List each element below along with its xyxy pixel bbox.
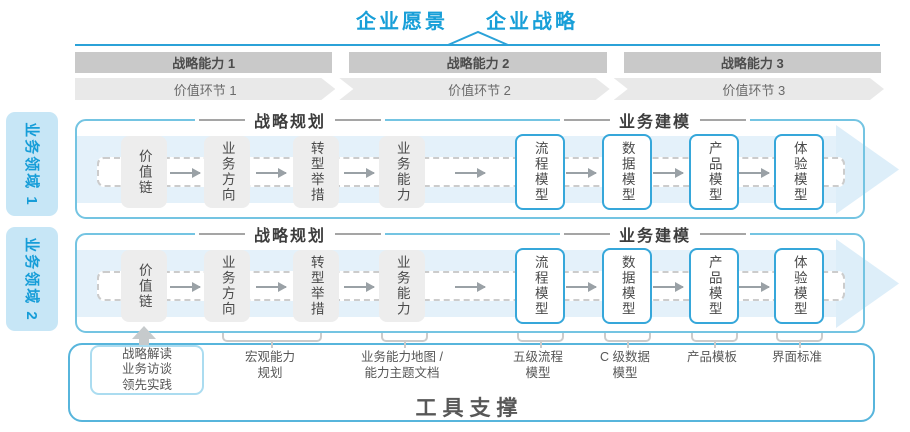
- planning-section-title: 战略规划: [194, 222, 386, 246]
- capability-bar-1: 战略能力 1: [75, 52, 333, 73]
- deliverable-capability-map: 业务能力地图 / 能力主题文档: [356, 349, 448, 382]
- header-titles: 企业愿景 企业战略: [12, 5, 910, 34]
- modeling-section-title: 业务建模: [559, 222, 751, 246]
- step-business-direction: 业务方向: [204, 250, 250, 322]
- tool-support-container: [68, 343, 875, 422]
- domain-tab-1: 业务领域 1: [6, 112, 58, 216]
- capability-bar-row: 战略能力 1 战略能力 2 战略能力 3: [75, 52, 881, 73]
- step-value-chain: 价值链: [121, 136, 167, 208]
- bracket-icon: [517, 333, 564, 342]
- title-rule-left: [563, 119, 610, 121]
- deliverable-ui-standard: 界面标准: [766, 349, 828, 366]
- flow-arrow-icon: [739, 282, 770, 292]
- bracket-icon: [776, 333, 823, 342]
- deliverable-macro-capability-planning: 宏观能力 规划: [239, 349, 301, 382]
- domain-row-2: 战略规划 业务建模 价值链 业务方向 转型举措 业务能力 流程模型 数据模型 产…: [75, 222, 899, 333]
- domain-tab-1-label: 业务领域 1: [22, 121, 40, 207]
- flow-arrow-icon: [256, 168, 287, 178]
- planning-section-title: 战略规划: [194, 108, 386, 132]
- model-product: 产品模型: [689, 134, 739, 210]
- row-panel-border: [75, 233, 865, 333]
- header-rule-with-peak: [75, 30, 880, 46]
- model-data: 数据模型: [602, 248, 652, 324]
- title-rule-right: [335, 119, 382, 121]
- model-process: 流程模型: [515, 248, 565, 324]
- up-arrow-shaft: [139, 338, 149, 346]
- model-experience: 体验模型: [774, 134, 824, 210]
- flow-arrow-icon: [455, 168, 486, 178]
- flow-arrow-icon: [344, 282, 375, 292]
- flow-arrow-icon: [256, 282, 287, 292]
- flow-arrow-icon: [170, 282, 201, 292]
- model-data: 数据模型: [602, 134, 652, 210]
- bracket-icon: [222, 333, 322, 342]
- flow-arrow-icon: [739, 168, 770, 178]
- capability-bar-2: 战略能力 2: [349, 52, 607, 73]
- title-rule-left: [198, 119, 245, 121]
- step-value-chain: 价值链: [121, 250, 167, 322]
- vision-title: 企业愿景: [356, 11, 448, 33]
- value-link-1: 价值环节 1: [75, 78, 335, 100]
- capability-bar-3: 战略能力 3: [623, 52, 881, 73]
- step-transformation-initiatives: 转型举措: [293, 250, 339, 322]
- deliverable-l5-process-model: 五级流程 模型: [507, 349, 569, 382]
- step-business-direction: 业务方向: [204, 136, 250, 208]
- bracket-icon: [381, 333, 428, 342]
- title-rule-right: [335, 233, 382, 235]
- flow-arrow-icon: [170, 168, 201, 178]
- flow-arrow-icon: [653, 282, 684, 292]
- domain-row-1: 战略规划 业务建模 价值链 业务方向 转型举措 业务能力 流程模型 数据模型 产…: [75, 108, 899, 219]
- model-experience: 体验模型: [774, 248, 824, 324]
- bracket-icon: [604, 333, 651, 342]
- title-rule-left: [563, 233, 610, 235]
- bracket-icon: [691, 333, 738, 342]
- deliverable-product-template: 产品模板: [681, 349, 743, 366]
- title-rule-right: [700, 233, 747, 235]
- step-business-capability: 业务能力: [379, 250, 425, 322]
- step-transformation-initiatives: 转型举措: [293, 136, 339, 208]
- modeling-section-title: 业务建模: [559, 108, 751, 132]
- up-arrow-icon: [132, 326, 156, 339]
- domain-tab-2-label: 业务领域 2: [22, 236, 40, 322]
- step-business-capability: 业务能力: [379, 136, 425, 208]
- flow-arrow-icon: [344, 168, 375, 178]
- value-link-row: 价值环节 1 价值环节 2 价值环节 3: [75, 78, 884, 100]
- strategy-title: 企业战略: [486, 11, 578, 33]
- model-product: 产品模型: [689, 248, 739, 324]
- domain-tab-2: 业务领域 2: [6, 227, 58, 331]
- flow-arrow-icon: [455, 282, 486, 292]
- model-process: 流程模型: [515, 134, 565, 210]
- flow-arrow-icon: [653, 168, 684, 178]
- tool-support-title: 工具支撑: [415, 397, 524, 420]
- flow-arrow-icon: [566, 282, 597, 292]
- strategy-inputs-box: 战略解读 业务访谈 领先实践: [90, 345, 204, 395]
- flow-arrow-icon: [566, 168, 597, 178]
- value-link-3: 价值环节 3: [614, 78, 884, 100]
- row-panel-border: [75, 119, 865, 219]
- title-rule-left: [198, 233, 245, 235]
- value-link-2: 价值环节 2: [339, 78, 609, 100]
- title-rule-right: [700, 119, 747, 121]
- deliverable-c-level-data-model: C 级数据 模型: [594, 349, 656, 382]
